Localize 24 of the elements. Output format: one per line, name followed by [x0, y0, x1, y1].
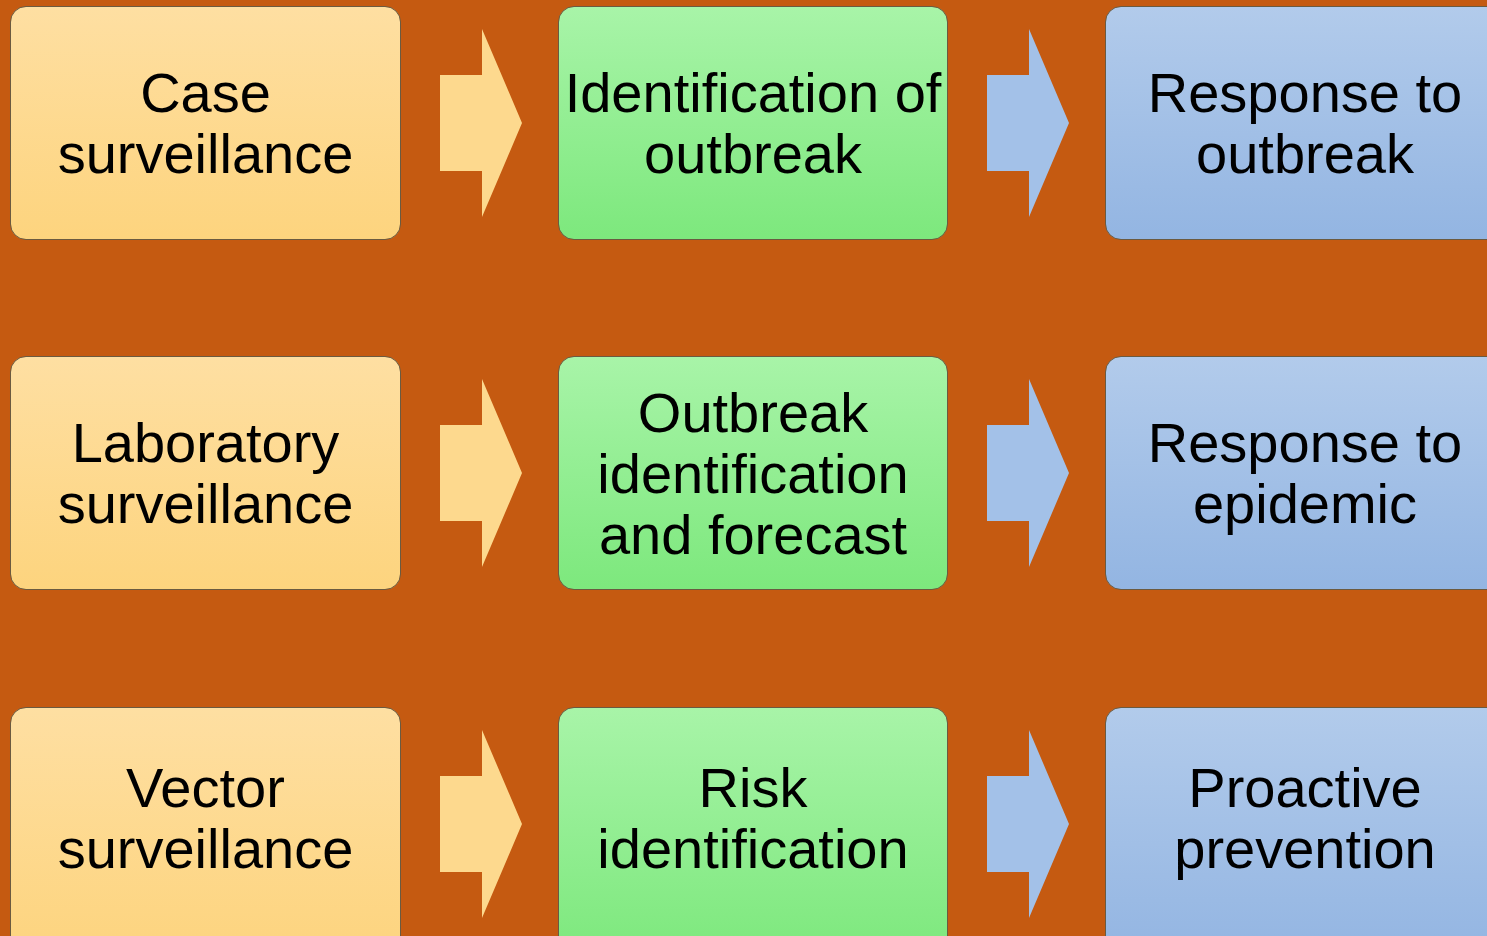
box-label: Response to outbreak [1146, 62, 1464, 184]
block-arrow [987, 29, 1069, 217]
box-label: Vector surveillance [56, 757, 355, 879]
box-label: Laboratory surveillance [56, 412, 355, 534]
box-label: Case surveillance [56, 62, 355, 184]
box-label: Risk identification [596, 757, 910, 879]
process-box [558, 6, 948, 240]
process-box [1105, 6, 1487, 240]
process-box [1105, 707, 1487, 936]
process-box [1105, 356, 1487, 590]
process-box [10, 356, 401, 590]
block-arrow [440, 379, 522, 567]
process-box [558, 356, 948, 590]
block-arrow [987, 730, 1069, 918]
block-arrow [440, 730, 522, 918]
process-box [558, 707, 948, 936]
block-arrow [987, 379, 1069, 567]
process-box [10, 6, 401, 240]
box-label: Proactive prevention [1173, 757, 1437, 879]
box-label: Outbreak identification and forecast [596, 381, 910, 565]
box-label: Identification of outbreak [563, 62, 943, 184]
process-box [10, 707, 401, 936]
block-arrow [440, 29, 522, 217]
box-label: Response to epidemic [1146, 412, 1464, 534]
